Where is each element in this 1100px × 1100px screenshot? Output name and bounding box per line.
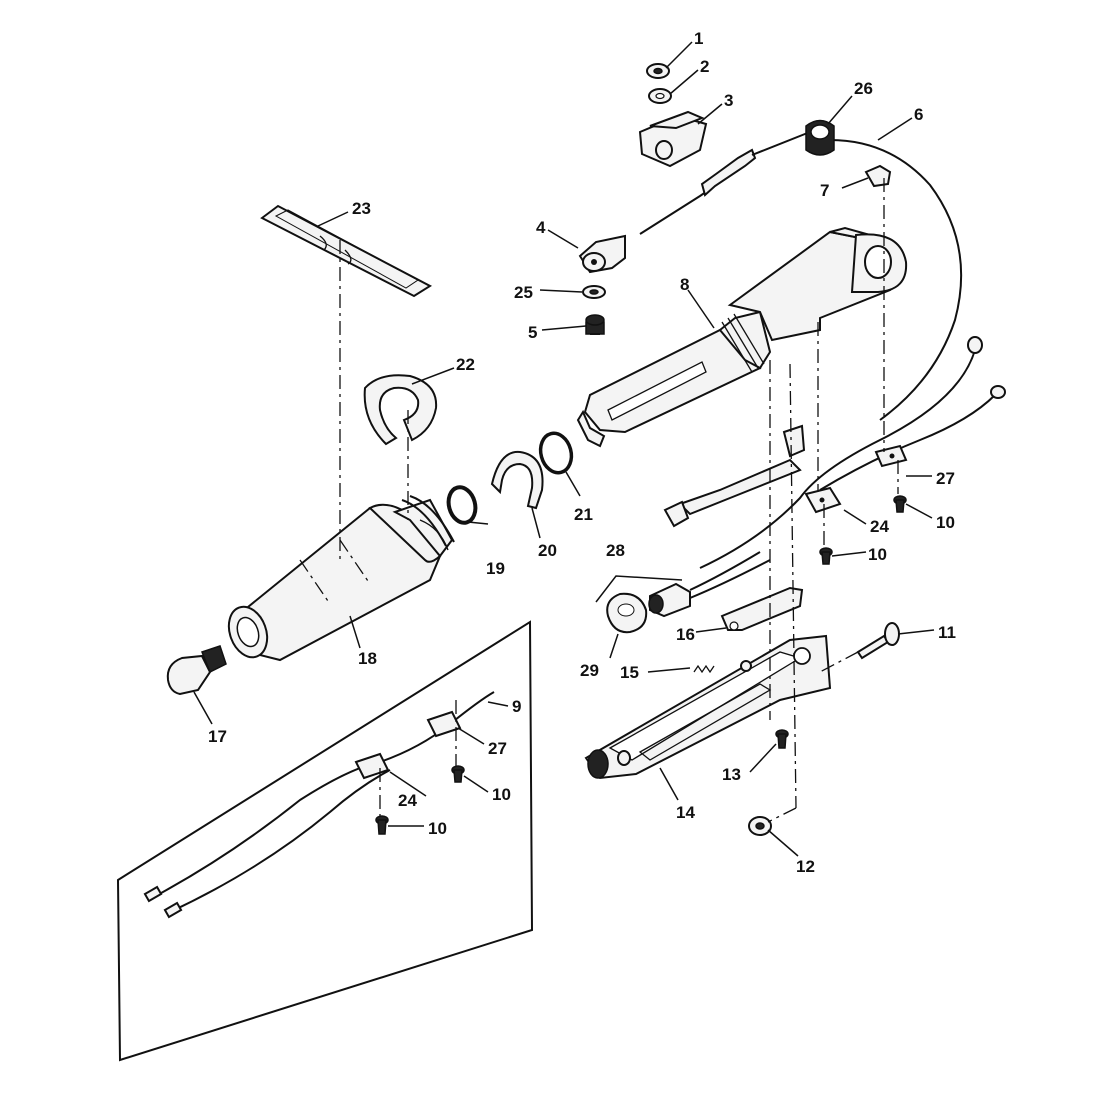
callout-24-a: 24 [870, 517, 889, 536]
part-11-screw [856, 622, 900, 660]
callout-5: 5 [528, 323, 537, 342]
callout-27-a: 27 [936, 469, 955, 488]
callout-16: 16 [676, 625, 695, 644]
part-28-connector [595, 551, 771, 618]
part-29-cap [606, 592, 648, 634]
callout-23: 23 [352, 199, 371, 218]
part-18-handle [227, 495, 455, 662]
callout-29: 29 [580, 661, 599, 680]
callout-3: 3 [724, 91, 733, 110]
callout-labels: 1 2 3 4 5 6 7 8 9 10 10 10 10 11 12 13 1… [208, 29, 956, 876]
callout-25: 25 [514, 283, 533, 302]
callout-10-d: 10 [428, 819, 447, 838]
callout-4: 4 [536, 218, 546, 237]
callout-1: 1 [694, 29, 703, 48]
callout-13: 13 [722, 765, 741, 784]
part-14-switch-base [584, 634, 832, 780]
part-17-bulb [166, 645, 227, 696]
part-15-spring [693, 664, 715, 674]
part-7-clip [864, 164, 892, 188]
part-2-washer [648, 88, 672, 104]
part-21-oring [538, 431, 574, 475]
callout-11: 11 [938, 623, 956, 642]
callout-28: 28 [606, 541, 625, 560]
callout-12: 12 [796, 857, 815, 876]
part-23-decal [260, 204, 433, 298]
part-27-clip-upper [874, 444, 908, 468]
leader-lines [193, 41, 935, 857]
part-19-oring [446, 485, 478, 525]
callout-7: 7 [820, 181, 829, 200]
callout-10-c: 10 [492, 785, 511, 804]
part-1-nut [646, 63, 670, 79]
callout-6: 6 [914, 105, 923, 124]
part-5-screw [585, 314, 605, 335]
part-24-clip-upper [804, 486, 842, 514]
callout-15: 15 [620, 663, 639, 682]
callout-2: 2 [700, 57, 709, 76]
callout-18: 18 [358, 649, 377, 668]
callout-20: 20 [538, 541, 557, 560]
part-10-screw-b [819, 547, 833, 565]
part-8-housing [576, 226, 908, 448]
callout-19: 19 [486, 559, 505, 578]
callout-17: 17 [208, 727, 227, 746]
alignment-lines [339, 178, 899, 823]
part-16-lever [720, 586, 804, 631]
callout-14: 14 [676, 803, 695, 822]
part-12-nut [748, 816, 772, 836]
part-26-grommet [805, 119, 835, 156]
callout-27-b: 27 [488, 739, 507, 758]
callout-9: 9 [512, 697, 521, 716]
callout-24-b: 24 [398, 791, 417, 810]
part-10-screw-a [893, 495, 907, 513]
part-22-clip [363, 374, 438, 446]
part-3-cover [638, 110, 708, 168]
callout-22: 22 [456, 355, 475, 374]
callout-10-a: 10 [936, 513, 955, 532]
callout-10-b: 10 [868, 545, 887, 564]
part-4-bracket [578, 234, 626, 274]
part-13-screw [775, 729, 789, 749]
part-20-retainer [490, 450, 544, 510]
part-25-washer [582, 285, 606, 299]
callout-8: 8 [680, 275, 689, 294]
callout-26: 26 [854, 79, 873, 98]
callout-21: 21 [574, 505, 593, 524]
